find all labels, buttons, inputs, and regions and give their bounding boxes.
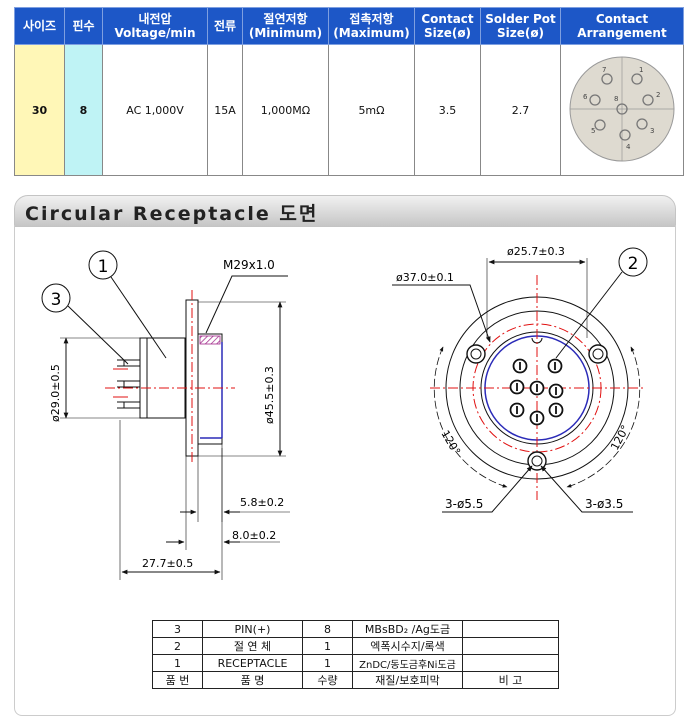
- parts-row: 2 절 연 체 1 엑폭시수지/록색: [152, 637, 559, 655]
- part-qty: 8: [302, 620, 353, 638]
- callout-balloon-3: 3: [41, 283, 129, 365]
- arr-pin-label: 8: [614, 95, 618, 103]
- parts-row: 1 RECEPTACLE 1 ZnDC/동도금후Ni도금: [152, 654, 559, 672]
- header-contact-resistance: 접촉저항(Maximum): [328, 7, 415, 45]
- svg-text:ø37.0±0.1: ø37.0±0.1: [396, 271, 454, 284]
- svg-text:ø29.0±0.5: ø29.0±0.5: [49, 364, 62, 422]
- arr-pin-label: 5: [591, 127, 595, 135]
- parts-list-table: 3 PIN(+) 8 MBsBD₂ /Ag도금 2 절 연 체 1 엑폭시수지/…: [152, 620, 559, 689]
- part-name: PIN(+): [202, 620, 303, 638]
- cell-pins: 8: [64, 44, 103, 176]
- parts-header-qty: 수량: [302, 671, 353, 689]
- drawing-frame: [14, 225, 676, 716]
- svg-text:ø25.7±0.3: ø25.7±0.3: [507, 245, 565, 258]
- dim-holes-large: 3-ø5.5: [442, 465, 533, 513]
- mounting-hole: [466, 344, 486, 364]
- header-size: 사이즈: [14, 7, 65, 45]
- svg-text:3-ø3.5: 3-ø3.5: [585, 497, 623, 511]
- arr-pin-label: 6: [583, 93, 588, 101]
- section-title: Circular Receptacle 도면: [25, 203, 319, 225]
- pin-tails: [117, 359, 140, 409]
- part-qty: 1: [302, 637, 353, 655]
- dim-27-7: 27.7±0.5: [119, 420, 223, 580]
- cell-solder-pot: 2.7: [480, 44, 561, 176]
- part-name: RECEPTACLE: [202, 654, 303, 672]
- cell-voltage: AC 1,000V: [102, 44, 208, 176]
- dim-outer-diameter: ø37.0±0.1: [392, 271, 491, 343]
- part-material: 엑폭시수지/록색: [352, 637, 463, 655]
- dim-pcd: ø25.7±0.3: [486, 245, 588, 338]
- svg-text:8.0±0.2: 8.0±0.2: [232, 529, 276, 542]
- dim-holes-small: 3-ø3.5: [540, 465, 633, 513]
- cell-insulation: 1,000MΩ: [242, 44, 329, 176]
- svg-text:ø45.5±0.3: ø45.5±0.3: [263, 366, 276, 424]
- dim-5-8: 5.8±0.2: [180, 444, 290, 522]
- header-insulation: 절연저항(Minimum): [242, 7, 329, 45]
- svg-text:5.8±0.2: 5.8±0.2: [240, 496, 284, 509]
- svg-text:3: 3: [51, 290, 62, 310]
- part-qty: 1: [302, 654, 353, 672]
- cell-current: 15A: [207, 44, 243, 176]
- part-material: ZnDC/동도금후Ni도금: [352, 654, 463, 672]
- svg-text:1: 1: [98, 257, 109, 277]
- mounting-hole: [588, 344, 608, 364]
- contact-arrangement-image: 1 2 3 4 5 6 7 8: [569, 56, 675, 161]
- parts-header-row: 품 번 품 명 수량 재질/보호피막 비 고: [152, 671, 559, 689]
- contacts: [509, 358, 564, 426]
- callout-balloon-1: 1: [88, 250, 167, 359]
- part-material: MBsBD₂ /Ag도금: [352, 620, 463, 638]
- parts-header-remark: 비 고: [462, 671, 559, 689]
- parts-header-material: 재질/보호피막: [352, 671, 463, 689]
- part-remark: [462, 620, 559, 638]
- cell-arrangement: 1 2 3 4 5 6 7 8: [560, 44, 684, 176]
- dim-flange-diameter: ø45.5±0.3: [198, 301, 286, 457]
- side-view: [105, 290, 235, 465]
- svg-text:2: 2: [628, 254, 639, 274]
- front-view: [430, 275, 644, 500]
- arr-pin-label: 1: [639, 66, 643, 74]
- parts-header-name: 품 명: [202, 671, 303, 689]
- callout-balloon-2: 2: [555, 247, 648, 359]
- part-remark: [462, 654, 559, 672]
- arr-pin-label: 3: [650, 127, 654, 135]
- part-remark: [462, 637, 559, 655]
- arr-pin-label: 7: [602, 66, 606, 74]
- svg-text:M29x1.0: M29x1.0: [223, 258, 275, 272]
- header-current: 전류: [207, 7, 243, 45]
- cell-contact-resistance: 5mΩ: [328, 44, 415, 176]
- cell-contact-size: 3.5: [414, 44, 481, 176]
- cell-size: 30: [14, 44, 65, 176]
- spec-data-row: 30 8 AC 1,000V 15A 1,000MΩ 5mΩ 3.5 2.7 1…: [14, 44, 684, 176]
- svg-text:27.7±0.5: 27.7±0.5: [142, 557, 193, 570]
- arr-pin-label: 2: [656, 91, 660, 99]
- parts-header-no: 품 번: [152, 671, 203, 689]
- part-name: 절 연 체: [202, 637, 303, 655]
- part-no: 3: [152, 620, 203, 638]
- parts-row: 3 PIN(+) 8 MBsBD₂ /Ag도금: [152, 620, 559, 638]
- dim-8-0: 8.0±0.2: [166, 456, 280, 550]
- svg-text:3-ø5.5: 3-ø5.5: [445, 497, 483, 511]
- part-no: 1: [152, 654, 203, 672]
- dim-body-diameter: ø29.0±0.5: [49, 337, 140, 422]
- part-no: 2: [152, 637, 203, 655]
- arr-pin-label: 4: [626, 143, 631, 151]
- section-header: Circular Receptacle 도면: [14, 195, 676, 227]
- mounting-hole: [527, 451, 547, 471]
- thread-annotation: M29x1.0: [205, 258, 288, 334]
